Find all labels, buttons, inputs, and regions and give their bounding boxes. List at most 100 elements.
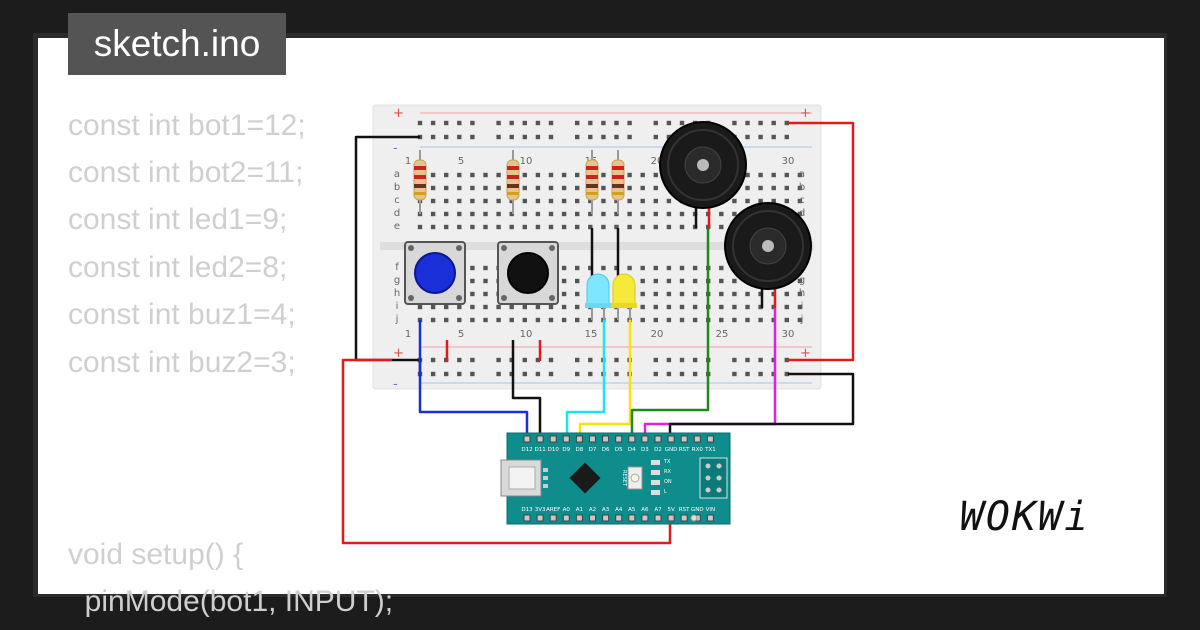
nano-pin[interactable] [602,435,610,443]
wire-black [511,340,542,435]
column-label: 15 [585,329,598,340]
nano-pin[interactable] [667,514,675,522]
row-label: a [394,169,400,180]
row-label: h [394,288,400,299]
row-label: g [799,275,805,286]
column-label: 25 [716,329,729,340]
resistor[interactable] [506,150,520,214]
wire-cyan [565,320,606,435]
buzzer[interactable] [659,121,747,228]
icsp-header [699,457,728,499]
nano-pin-label: A2 [589,507,596,513]
sketch-filename-tab[interactable]: sketch.ino [68,13,286,75]
nano-pin[interactable] [641,435,649,443]
nano-pin[interactable] [654,514,662,522]
nano-pin[interactable] [549,435,557,443]
nano-pin-label: D8 [576,447,584,453]
nano-pin-label: A5 [628,507,636,513]
row-label: i [801,301,804,312]
column-label: 5 [458,329,464,340]
wokwi-logo: WOKWi [960,494,1090,540]
led-label: TX [663,459,671,465]
row-label: a [799,169,805,180]
column-label: 1 [405,156,411,167]
nano-pin[interactable] [589,514,596,522]
rail-plus-label: + [800,346,811,361]
code-line: const int buz2=3; [68,346,296,379]
nano-pin-label: RST [679,507,690,513]
resistor[interactable] [611,150,625,214]
rail-minus-label: - [393,377,398,392]
nano-pin[interactable] [680,514,688,522]
row-label: j [395,314,399,325]
rail-plus-label: + [393,346,404,361]
nano-pin[interactable] [562,514,570,522]
buzzer[interactable] [724,202,812,308]
nano-pin-label: AREF [546,507,560,513]
nano-pin[interactable] [667,435,675,443]
nano-pin[interactable] [628,435,636,443]
nano-pin[interactable] [536,514,544,522]
nano-pin-label: 3V3 [535,507,546,513]
nano-pin[interactable] [562,435,570,443]
row-label: d [799,208,805,219]
column-label: 20 [651,329,664,340]
column-label: 20 [651,156,664,167]
led-label: L [664,489,667,495]
nano-pin-label: D6 [602,447,610,453]
wire-black [668,372,855,435]
nano-pin[interactable] [575,514,583,522]
row-label: i [396,301,399,312]
nano-pin[interactable] [523,435,531,443]
column-label: 5 [458,156,464,167]
row-label: f [395,262,399,273]
row-label: c [799,195,805,206]
nano-pin-label: D4 [628,447,636,453]
nano-pin-label: D12 [521,447,532,453]
nano-pin-label: D7 [589,447,597,453]
led-cyan[interactable] [585,273,611,320]
nano-pin[interactable] [615,514,623,522]
row-label: b [799,182,805,193]
nano-pin[interactable] [693,435,701,443]
button-cap[interactable] [507,252,549,294]
resistor[interactable] [585,150,599,214]
nano-pin-label: A0 [563,507,571,513]
pushbutton-blue[interactable] [404,241,466,305]
nano-pin[interactable] [575,435,583,443]
nano-pin[interactable] [680,435,688,443]
usb-port-inner [508,466,536,490]
nano-pin[interactable] [549,514,557,522]
led-yellow[interactable] [611,273,637,320]
pushbutton-black[interactable] [497,241,559,305]
nano-pin[interactable] [654,435,662,443]
nano-pin[interactable] [706,435,714,443]
nano-pin[interactable] [641,514,649,522]
wire-yellow [578,320,632,435]
breadboard-center-channel [380,242,814,250]
resistor[interactable] [413,150,427,214]
nano-pin[interactable] [536,435,544,443]
nano-pin-label: 5V [667,507,674,513]
nano-pin-label: RST [679,447,690,453]
nano-pin[interactable] [615,435,623,443]
reset-label: RESET [621,470,627,487]
button-cap[interactable] [414,252,456,294]
column-label: 1 [405,329,411,340]
column-label: 30 [782,329,795,340]
nano-pin[interactable] [589,435,596,443]
nano-pin-label: D5 [615,447,623,453]
wokwi-logo-text: WOKWi [960,494,1090,540]
nano-pin[interactable] [706,514,714,522]
reset-button-cap[interactable] [630,473,640,483]
row-label: b [394,182,400,193]
nano-pin-label: RX0 [692,447,704,453]
nano-pin[interactable] [602,514,610,522]
nano-pin-label: A1 [576,507,583,513]
nano-pin[interactable] [523,514,531,522]
code-line: pinMode(bot1, INPUT); [68,585,394,618]
column-label: 10 [520,156,533,167]
nano-pin[interactable] [628,514,636,522]
wire-red [341,358,672,545]
